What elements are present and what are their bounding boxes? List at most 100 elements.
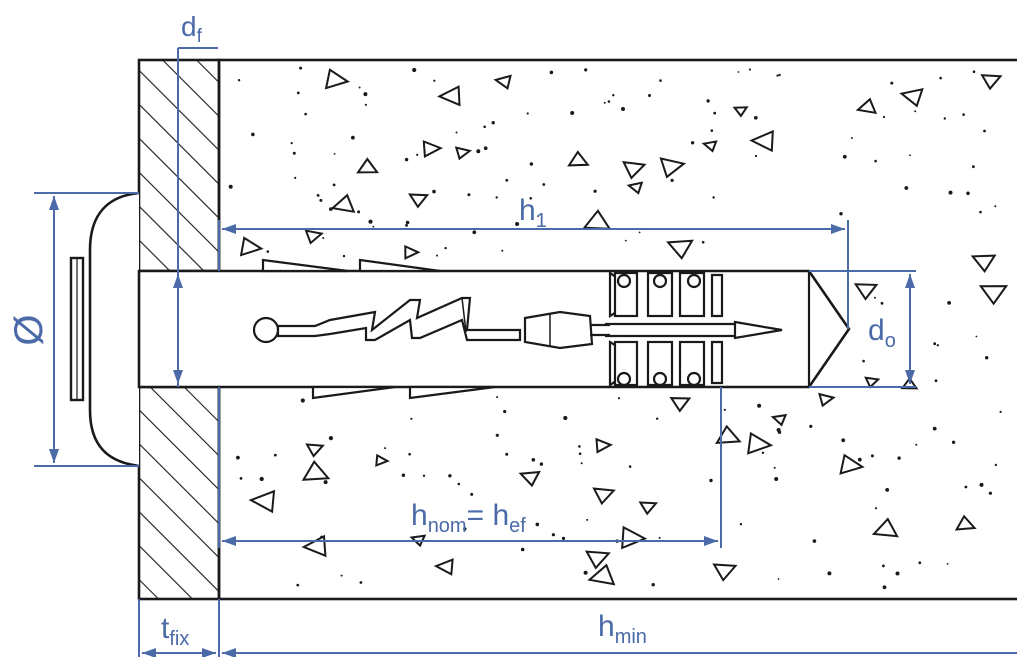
aggregate-stone <box>770 413 788 427</box>
aggregate-dot <box>529 162 534 166</box>
aggregate-dot <box>882 115 886 119</box>
aggregate-dot <box>994 463 998 467</box>
aggregate-stone <box>621 160 647 180</box>
aggregate-dot <box>918 561 922 565</box>
aggregate-stone <box>356 157 380 174</box>
aggregate-dot <box>761 451 765 454</box>
aggregate-dot <box>342 254 346 258</box>
label-h-1: h1 <box>519 194 547 232</box>
aggregate-dot <box>515 222 520 226</box>
aggregate-stone <box>638 501 659 516</box>
aggregate-dot <box>570 111 575 115</box>
aggregate-dot <box>748 68 752 71</box>
aggregate-dot <box>713 111 717 115</box>
aggregate-dot <box>463 527 467 531</box>
aggregate-dot <box>470 492 474 496</box>
aggregate-dot <box>964 485 968 489</box>
aggregate-dot <box>422 474 426 477</box>
aggregate-dot <box>737 71 740 73</box>
aggregate-dot <box>857 457 862 462</box>
aggregate-dot <box>467 193 471 197</box>
aggregate-dot <box>416 153 419 156</box>
label-diameter: Ø <box>7 314 51 345</box>
aggregate-stone <box>595 437 614 454</box>
aggregate-stone <box>666 239 694 260</box>
aggregate-stone <box>305 443 325 458</box>
aggregate-dot <box>358 86 361 89</box>
aggregate-stone <box>301 459 331 481</box>
aggregate-dot <box>966 191 970 196</box>
aggregate-dot <box>890 81 894 85</box>
aggregate-dot <box>483 125 487 129</box>
aggregate-dot <box>296 91 300 95</box>
aggregate-dot <box>586 518 589 521</box>
aggregate-dot <box>962 113 965 116</box>
aggregate-dot <box>578 452 582 456</box>
aggregate-dot <box>880 301 884 305</box>
aggregate-dot <box>850 137 853 139</box>
aggregate-dot <box>979 482 984 487</box>
label-d-o: do <box>868 314 896 352</box>
aggregate-dot <box>501 249 504 252</box>
aggregate-dot <box>914 110 917 113</box>
aggregate-dot <box>774 477 779 481</box>
screw-head <box>69 191 140 468</box>
aggregate-dot <box>712 196 715 199</box>
aggregate-dot <box>405 224 408 227</box>
aggregate-dot <box>658 536 661 539</box>
aggregate-dot <box>979 210 982 214</box>
aggregate-stone <box>659 157 687 179</box>
aggregate-dot <box>612 94 615 97</box>
aggregate-dot <box>885 488 890 492</box>
aggregate-dot <box>948 190 953 195</box>
aggregate-dot <box>300 398 305 403</box>
aggregate-dot <box>580 462 583 465</box>
aggregate-dot <box>754 116 758 120</box>
aggregate-dot <box>273 453 277 457</box>
aggregate-dot <box>776 74 779 77</box>
dimension-lines <box>34 47 1017 657</box>
aggregate-dot <box>723 408 726 411</box>
aggregate-dot <box>947 301 951 305</box>
aggregate-dot <box>583 570 588 575</box>
aggregate-dot <box>228 184 233 189</box>
aggregate-dot <box>659 79 662 82</box>
aggregate-stone <box>980 74 1003 91</box>
aggregate-dot <box>292 151 296 155</box>
aggregate-stone <box>853 283 879 301</box>
aggregate-dot <box>648 94 651 97</box>
aggregate-stone <box>422 139 443 158</box>
aggregate-dot <box>237 79 241 82</box>
aggregate-dot <box>882 564 885 568</box>
aggregate-dot <box>542 183 546 186</box>
aggregate-dot <box>882 585 887 590</box>
aggregate-dot <box>363 92 368 97</box>
aggregate-dot <box>259 476 264 482</box>
aggregate-stone <box>899 87 924 108</box>
aggregate-stone <box>839 453 865 475</box>
aggregate-dot <box>874 507 878 510</box>
aggregate-dot <box>503 409 507 414</box>
aggregate-dot <box>472 230 477 235</box>
aggregate-dot <box>706 99 710 103</box>
aggregate-stone <box>732 106 749 118</box>
aggregate-stone <box>592 487 616 506</box>
aggregate-dot <box>496 396 499 399</box>
aggregate-dot <box>628 465 632 468</box>
aggregate-dot <box>812 539 817 543</box>
aggregate-dot <box>322 237 325 239</box>
aggregate-dot <box>491 121 495 125</box>
aggregate-dot <box>476 149 481 154</box>
aggregate-dot <box>436 254 438 257</box>
aggregate-dot <box>988 491 993 495</box>
aggregate-dot <box>405 220 410 225</box>
aggregate-dot <box>448 474 452 478</box>
aggregate-stone <box>621 525 648 550</box>
aggregate-dot <box>251 132 255 137</box>
aggregate-dot <box>357 210 361 214</box>
aggregate-dot <box>983 129 986 133</box>
aggregate-stone <box>626 181 644 195</box>
aggregate-dot <box>827 571 832 576</box>
aggregate-dot <box>537 215 539 218</box>
